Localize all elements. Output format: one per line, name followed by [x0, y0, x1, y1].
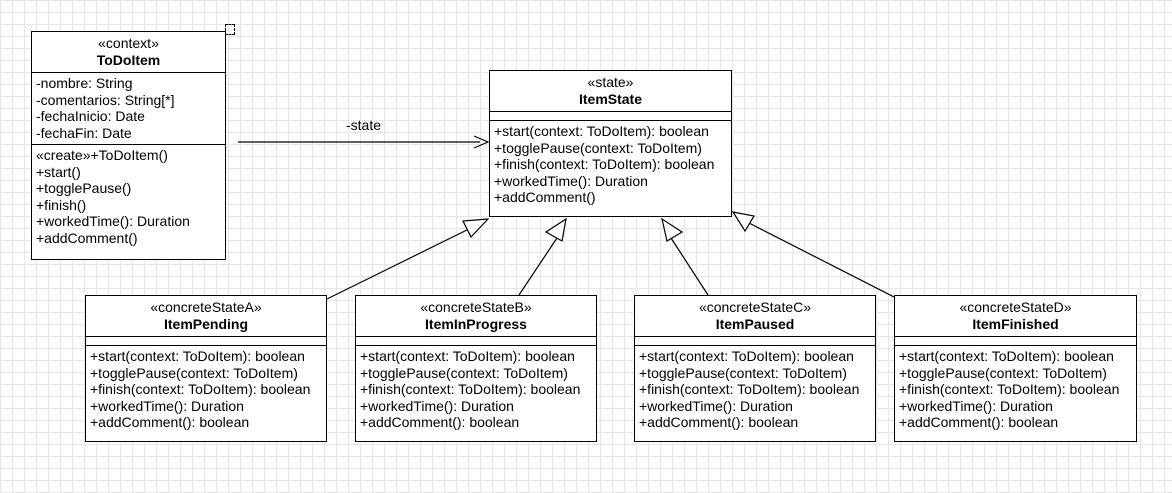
operation: +start(context: ToDoItem): boolean	[360, 348, 575, 364]
attributes-compartment	[635, 337, 875, 346]
operation: +togglePause(context: ToDoItem)	[494, 139, 702, 156]
attributes-compartment	[356, 337, 596, 346]
class-header: «context» ToDoItem	[32, 32, 225, 73]
attribute: -comentarios: String[*]	[36, 91, 175, 108]
generalization-line-paused[interactable]	[670, 237, 709, 296]
attribute: -nombre: String	[36, 75, 133, 91]
operation: +addComment(): boolean	[899, 414, 1059, 430]
class-name: ItemState	[578, 90, 643, 107]
generalization-arrowhead-pending	[462, 218, 490, 239]
operations-compartment: +start(context: ToDoItem): boolean +togg…	[490, 121, 731, 209]
class-name: ItemPending	[163, 315, 248, 332]
operation: +workedTime(): Duration	[90, 397, 244, 414]
class-header: «concreteStateD» ItemFinished	[895, 296, 1136, 337]
operations-compartment: +start(context: ToDoItem): boolean +togg…	[635, 346, 875, 434]
attributes-compartment: -nombre: String -comentarios: String[*] …	[32, 73, 225, 145]
operation: +addComment(): boolean	[90, 414, 250, 430]
operation: +addComment(): boolean	[639, 414, 799, 430]
operation: +start(context: ToDoItem): boolean	[639, 348, 854, 364]
operation: +finish(context: ToDoItem): boolean	[899, 381, 1120, 397]
class-header: «concreteStateA» ItemPending	[86, 296, 326, 337]
class-itempending[interactable]: «concreteStateA» ItemPending +start(cont…	[85, 295, 327, 442]
generalization-line-finished[interactable]	[746, 221, 895, 298]
generalization-line-inprogress[interactable]	[518, 237, 558, 296]
association-arrowhead	[473, 135, 490, 149]
attribute: -fechaFin: Date	[36, 124, 132, 141]
operation: +addComment()	[36, 229, 138, 246]
operation: +togglePause()	[36, 180, 132, 196]
operation: +togglePause(context: ToDoItem)	[639, 364, 847, 381]
class-header: «concreteStateC» ItemPaused	[635, 296, 875, 337]
operation: +finish(context: ToDoItem): boolean	[90, 381, 311, 397]
attributes-compartment	[86, 337, 326, 346]
class-stereotype: «context»	[98, 35, 159, 51]
operations-compartment: «create»+ToDoItem() +start() +togglePaus…	[32, 145, 225, 249]
class-iteminprogress[interactable]: «concreteStateB» ItemInProgress +start(c…	[355, 295, 597, 442]
attributes-compartment	[490, 112, 731, 121]
operation: «create»+ToDoItem()	[36, 147, 168, 163]
resize-handle-icon[interactable]	[225, 24, 235, 35]
generalization-arrowhead-finished	[731, 211, 755, 233]
operation: +addComment()	[494, 189, 596, 205]
operation: +start(context: ToDoItem): boolean	[90, 348, 305, 364]
class-itempaused[interactable]: «concreteStateC» ItemPaused +start(conte…	[634, 295, 876, 442]
class-name: ItemInProgress	[425, 315, 527, 332]
class-name: ItemFinished	[972, 315, 1059, 332]
operation: +addComment(): boolean	[360, 414, 520, 430]
operation: +finish(context: ToDoItem): boolean	[360, 381, 581, 397]
operation: +start(context: ToDoItem): boolean	[494, 123, 709, 139]
class-stereotype: «concreteStateB»	[420, 299, 532, 315]
generalization-arrowhead-paused	[661, 217, 684, 242]
operation: +togglePause(context: ToDoItem)	[90, 364, 298, 381]
operation: +start(context: ToDoItem): boolean	[899, 348, 1114, 364]
generalization-line-pending[interactable]	[326, 224, 478, 300]
class-itemfinished[interactable]: «concreteStateD» ItemFinished +start(con…	[894, 295, 1137, 442]
operation: +workedTime(): Duration	[36, 213, 190, 229]
operation: +finish(context: ToDoItem): boolean	[494, 156, 715, 172]
association-label: -state	[346, 117, 382, 133]
class-itemstate[interactable]: «state» ItemState +start(context: ToDoIt…	[489, 70, 732, 217]
operation: +workedTime(): Duration	[360, 397, 514, 414]
generalization-arrowhead-inprogress	[544, 217, 567, 242]
operations-compartment: +start(context: ToDoItem): boolean +togg…	[356, 346, 596, 434]
operation: +workedTime(): Duration	[639, 397, 793, 414]
class-stereotype: «concreteStateC»	[698, 299, 812, 315]
attribute: -fechaInicio: Date	[36, 108, 145, 124]
class-stereotype: «state»	[587, 74, 634, 90]
class-stereotype: «concreteStateD»	[959, 299, 1072, 315]
operations-compartment: +start(context: ToDoItem): boolean +togg…	[895, 346, 1136, 434]
operation: +start()	[36, 163, 81, 180]
operation: +togglePause(context: ToDoItem)	[899, 364, 1107, 381]
class-name: ToDoItem	[96, 51, 161, 68]
operation: +workedTime(): Duration	[899, 397, 1053, 414]
class-stereotype: «concreteStateA»	[150, 299, 262, 315]
attributes-compartment	[895, 337, 1136, 346]
operation: +finish()	[36, 196, 87, 213]
class-name: ItemPaused	[715, 315, 795, 332]
class-header: «concreteStateB» ItemInProgress	[356, 296, 596, 337]
operation: +workedTime(): Duration	[494, 172, 648, 189]
operations-compartment: +start(context: ToDoItem): boolean +togg…	[86, 346, 326, 434]
class-todoitem[interactable]: «context» ToDoItem -nombre: String -come…	[31, 31, 226, 260]
operation: +togglePause(context: ToDoItem)	[360, 364, 568, 381]
class-header: «state» ItemState	[490, 71, 731, 112]
operation: +finish(context: ToDoItem): boolean	[639, 381, 860, 397]
